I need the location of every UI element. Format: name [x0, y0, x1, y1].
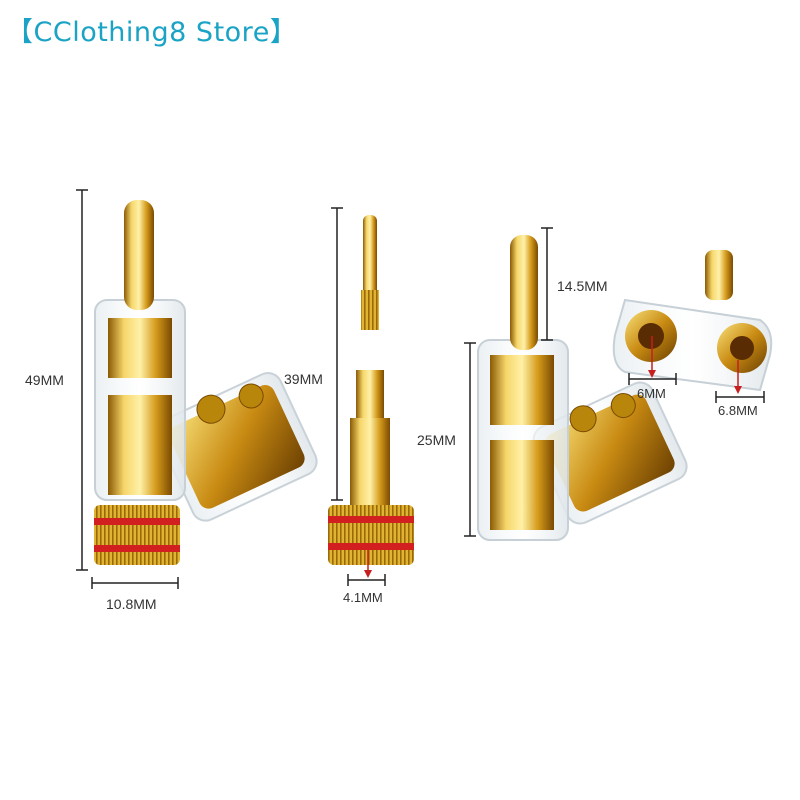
housing-end-view	[612, 250, 773, 403]
pin-with-knob	[328, 207, 414, 586]
store-watermark: 【CClothing8 Store】	[6, 17, 298, 48]
label-pin-length: 39MM	[284, 371, 323, 387]
label-tip-length: 14.5MM	[557, 278, 608, 294]
label-hole-small: 6MM	[637, 386, 666, 401]
label-hole-large: 6.8MM	[718, 403, 758, 418]
label-pin-diameter: 4.1MM	[343, 590, 383, 605]
label-body-height: 25MM	[417, 432, 456, 448]
label-height-total: 49MM	[25, 372, 64, 388]
label-knob-width: 10.8MM	[106, 596, 157, 612]
banana-plug-assembled	[76, 189, 318, 589]
plug-body	[464, 227, 688, 541]
